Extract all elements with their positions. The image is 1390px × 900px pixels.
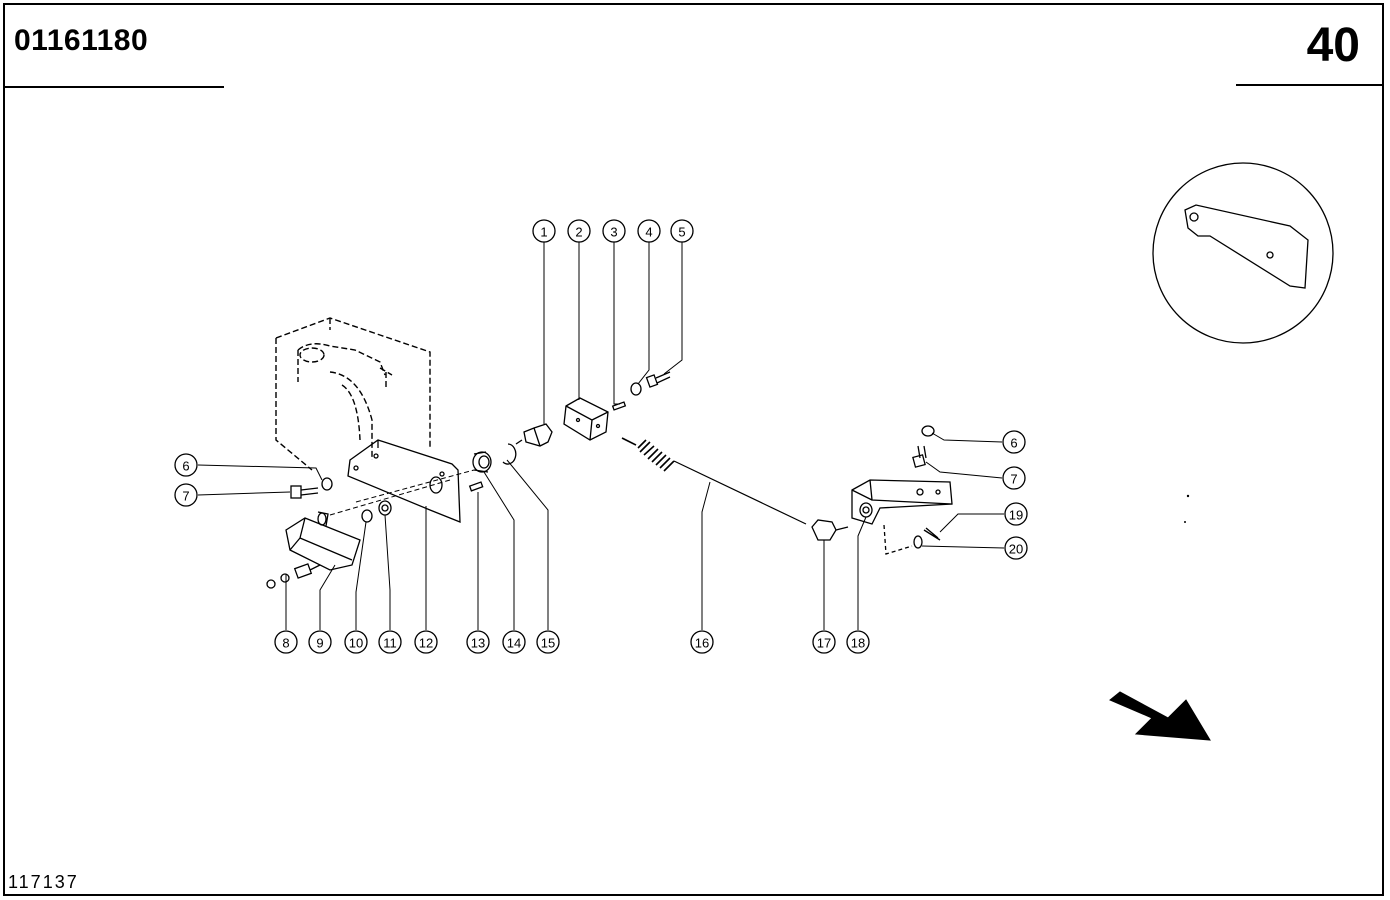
callout-circle-11	[378, 630, 402, 654]
bushing-11	[378, 500, 392, 516]
lever-1	[515, 423, 553, 447]
callout-circle-16	[690, 630, 714, 654]
callout-label-16: 16	[695, 636, 709, 651]
callout-label-11: 11	[383, 636, 397, 651]
screw-17	[811, 519, 849, 541]
callout-circle-6-left	[174, 453, 198, 477]
callout-circle-3	[602, 219, 626, 243]
callout-circle-10	[344, 630, 368, 654]
callout-label-5: 5	[678, 225, 685, 240]
washer-4	[630, 382, 642, 396]
bolt-5	[645, 371, 671, 388]
callout-label-6-left: 6	[182, 459, 189, 474]
washer-6-right	[921, 425, 935, 437]
callout-circle-15	[536, 630, 560, 654]
bolt-7-left	[290, 485, 319, 499]
callout-label-17: 17	[817, 636, 831, 651]
callout-circle-7-left	[174, 483, 198, 507]
bearing-14	[472, 451, 492, 473]
callout-label-1: 1	[540, 225, 547, 240]
bracket-right	[851, 479, 953, 555]
callout-circle-18	[846, 630, 870, 654]
callout-circle-8	[274, 630, 298, 654]
part-number: 01161180	[14, 24, 149, 57]
callout-circle-6-right	[1002, 430, 1026, 454]
cotter-pin-19	[923, 527, 941, 541]
leader-lines	[197, 242, 1005, 630]
header-rule-right	[1236, 84, 1384, 86]
callout-circle-12	[414, 630, 438, 654]
drawing-frame	[3, 3, 1384, 896]
callout-label-18: 18	[851, 636, 865, 651]
callout-label-2: 2	[575, 225, 582, 240]
callout-label-20: 20	[1009, 542, 1023, 557]
callout-circle-19	[1004, 502, 1028, 526]
callout-circle-14	[502, 630, 526, 654]
spring-16	[621, 437, 807, 525]
pin-13	[468, 481, 484, 492]
callout-label-3: 3	[610, 225, 617, 240]
bolt-7-right	[912, 445, 927, 468]
callout-label-4: 4	[645, 225, 652, 240]
callout-label-7-right: 7	[1010, 472, 1017, 487]
page-number: 40	[1306, 19, 1360, 72]
washer-6-left	[321, 477, 333, 491]
bolt-assembly-8	[266, 563, 321, 589]
washer-10	[361, 509, 373, 523]
callout-circle-17	[812, 630, 836, 654]
machine-housing-outline	[275, 317, 431, 471]
callout-label-19: 19	[1009, 508, 1023, 523]
circlip-15	[502, 443, 517, 465]
callout-label-7-left: 7	[182, 489, 189, 504]
callout-circle-7-right	[1002, 466, 1026, 490]
callout-circle-13	[466, 630, 490, 654]
callout-label-12: 12	[419, 636, 433, 651]
direction-arrow	[1109, 691, 1211, 741]
callout-circle-20	[1004, 536, 1028, 560]
callout-label-13: 13	[471, 636, 485, 651]
bracket-plate	[347, 439, 461, 523]
callout-circle-9	[308, 630, 332, 654]
switch-body	[285, 511, 361, 571]
washer-20	[913, 535, 923, 549]
block-2	[563, 397, 609, 441]
callout-label-8: 8	[282, 636, 289, 651]
callout-label-10: 10	[349, 636, 363, 651]
callout-circle-5	[670, 219, 694, 243]
callout-label-6-right: 6	[1010, 436, 1017, 451]
callout-label-14: 14	[507, 636, 521, 651]
callout-circle-2	[567, 219, 591, 243]
callout-label-15: 15	[541, 636, 555, 651]
drawing-number: 117137	[8, 872, 79, 892]
pin-3	[611, 401, 627, 411]
callout-circle-4	[637, 219, 661, 243]
inset-detail	[1152, 162, 1334, 344]
nut-18	[859, 502, 873, 518]
callout-label-9: 9	[316, 636, 323, 651]
callout-circle-1	[532, 219, 556, 243]
header-rule-left	[3, 86, 224, 88]
